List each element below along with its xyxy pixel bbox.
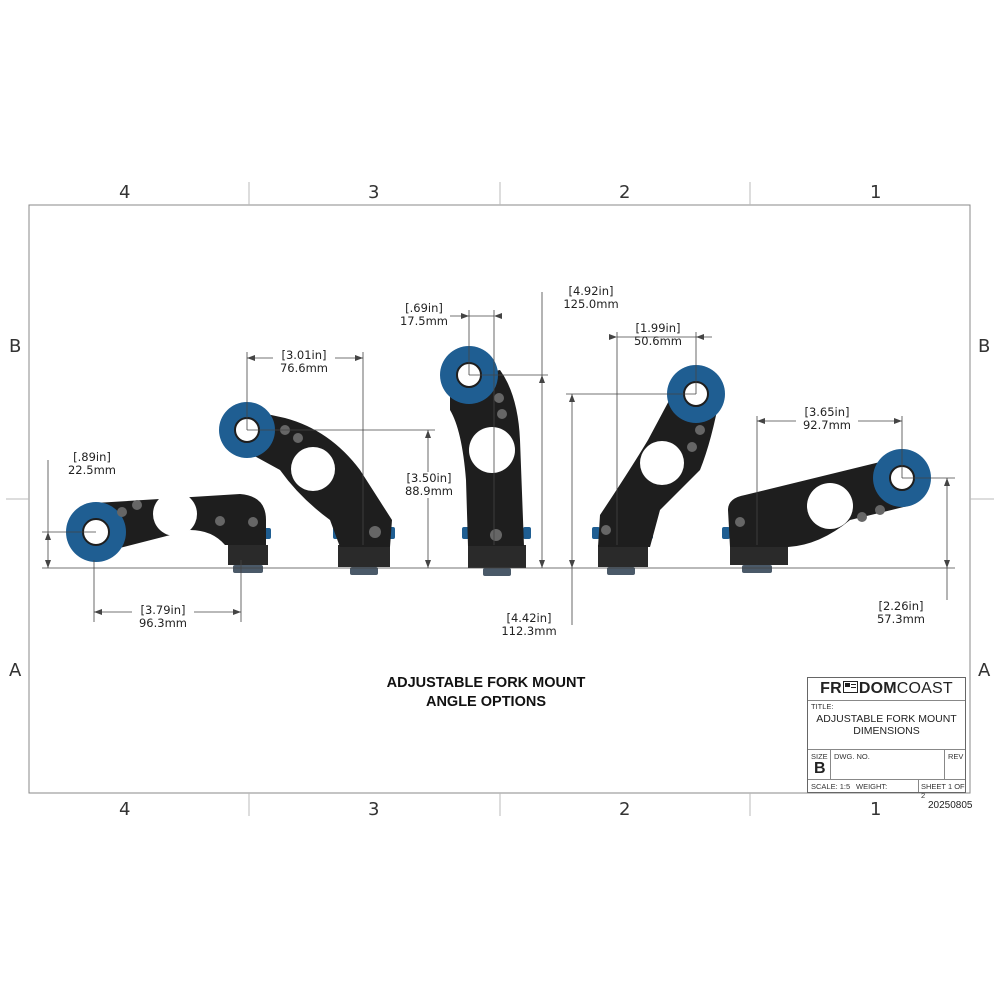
logo-text-bold: DOM: [858, 680, 897, 697]
dimension-mm: 22.5mm: [67, 463, 116, 477]
flag-icon: [842, 681, 858, 693]
zone-col-bottom-3: 3: [368, 799, 380, 820]
title-block-title: ADJUSTABLE FORK MOUNT DIMENSIONS: [808, 713, 965, 737]
dimension-label: [4.42in] 112.3mm: [501, 611, 557, 638]
zone-col-top-4: 4: [119, 182, 131, 203]
title-block: FR DOMCOAST TITLE: ADJUSTABLE FORK MOUNT …: [807, 677, 966, 800]
brand-logo: FR DOMCOAST: [808, 678, 965, 701]
title-label: TITLE:: [811, 702, 834, 711]
title-block-divider: [808, 779, 965, 780]
title-block-title-line1: ADJUSTABLE FORK MOUNT: [816, 713, 957, 725]
dimension-mm: 96.3mm: [138, 616, 187, 630]
zone-col-top-3: 3: [368, 182, 380, 203]
logo-text-left: FR: [820, 680, 842, 697]
dimension-mm: 88.9mm: [404, 484, 453, 498]
zone-col-top-2: 2: [619, 182, 631, 203]
dimension-inch: 1.99in: [639, 321, 677, 335]
dimension-mm: 125.0mm: [563, 297, 619, 311]
drawing-title: ADJUSTABLE FORK MOUNT ANGLE OPTIONS: [360, 674, 612, 712]
dimension-inch: 4.92in: [572, 284, 610, 298]
mount-view-3: [440, 346, 531, 576]
zone-col-bottom-4: 4: [119, 799, 131, 820]
dimension-mm: 112.3mm: [501, 624, 557, 638]
size-label: SIZE: [811, 752, 828, 761]
drawing-title-line1: ADJUSTABLE FORK MOUNT: [386, 675, 586, 691]
document-number: 20250805: [928, 800, 973, 811]
dimension-label: [4.92in] 125.0mm: [563, 284, 619, 311]
size-value: B: [814, 760, 826, 777]
title-block-title-line2: DIMENSIONS: [853, 725, 920, 737]
dimension-mm: 17.5mm: [399, 314, 448, 328]
dimension-mm: 57.3mm: [876, 612, 925, 626]
title-block-divider: [918, 779, 919, 792]
dimension-inch: 3.65in: [808, 405, 846, 419]
mount-view-4: [592, 365, 725, 575]
dimension-arrows: [45, 313, 950, 615]
dimension-mm: 50.6mm: [633, 334, 682, 348]
dimension-inch: 2.26in: [882, 599, 920, 613]
mount-view-5: [722, 449, 931, 573]
dimension-label: [3.79in] 96.3mm: [132, 604, 194, 630]
dimension-label: [3.01in] 76.6mm: [273, 349, 335, 375]
dimension-lines: [42, 292, 955, 625]
dimension-label: [.89in] 22.5mm: [67, 450, 116, 477]
dimension-inch: 3.50in: [410, 471, 448, 485]
dimension-label: [.69in] 17.5mm: [399, 301, 448, 328]
dimension-inch: .69in: [409, 301, 439, 315]
dimension-label: [3.65in] 92.7mm: [796, 406, 858, 432]
zone-col-bottom-2: 2: [619, 799, 631, 820]
sheet-label: SHEET 1 OF 2: [921, 782, 965, 800]
zone-row-left-a: A: [9, 660, 22, 681]
dimension-inch: .89in: [77, 450, 107, 464]
dwg-no-label: DWG. NO.: [834, 752, 870, 761]
rev-label: REV: [948, 752, 964, 761]
dimension-inch: 3.79in: [144, 603, 182, 617]
dimension-inch: 3.01in: [285, 348, 323, 362]
weight-label: WEIGHT:: [856, 782, 888, 791]
dimension-label: [2.26in] 57.3mm: [876, 599, 925, 626]
zone-row-right-b: B: [978, 336, 991, 357]
zone-row-left-b: B: [9, 336, 22, 357]
dimension-mm: 76.6mm: [279, 361, 328, 375]
dimension-inch: 4.42in: [510, 611, 548, 625]
zone-col-bottom-1: 1: [870, 799, 882, 820]
zone-ticks: [6, 182, 994, 816]
dimension-label: [1.99in] 50.6mm: [633, 321, 682, 348]
title-block-divider: [944, 749, 945, 779]
drawing-title-line2: ANGLE OPTIONS: [425, 694, 547, 710]
mount-view-1: [66, 492, 271, 573]
logo-text-right: COAST: [896, 680, 953, 697]
mount-view-2: [219, 402, 395, 575]
zone-col-top-1: 1: [870, 182, 882, 203]
scale-label: SCALE: 1:5: [811, 782, 851, 791]
dimension-label: [3.50in] 88.9mm: [398, 472, 460, 498]
title-block-divider: [830, 749, 831, 779]
dimension-mm: 92.7mm: [802, 418, 851, 432]
zone-row-right-a: A: [978, 660, 991, 681]
title-block-divider: [808, 749, 965, 750]
